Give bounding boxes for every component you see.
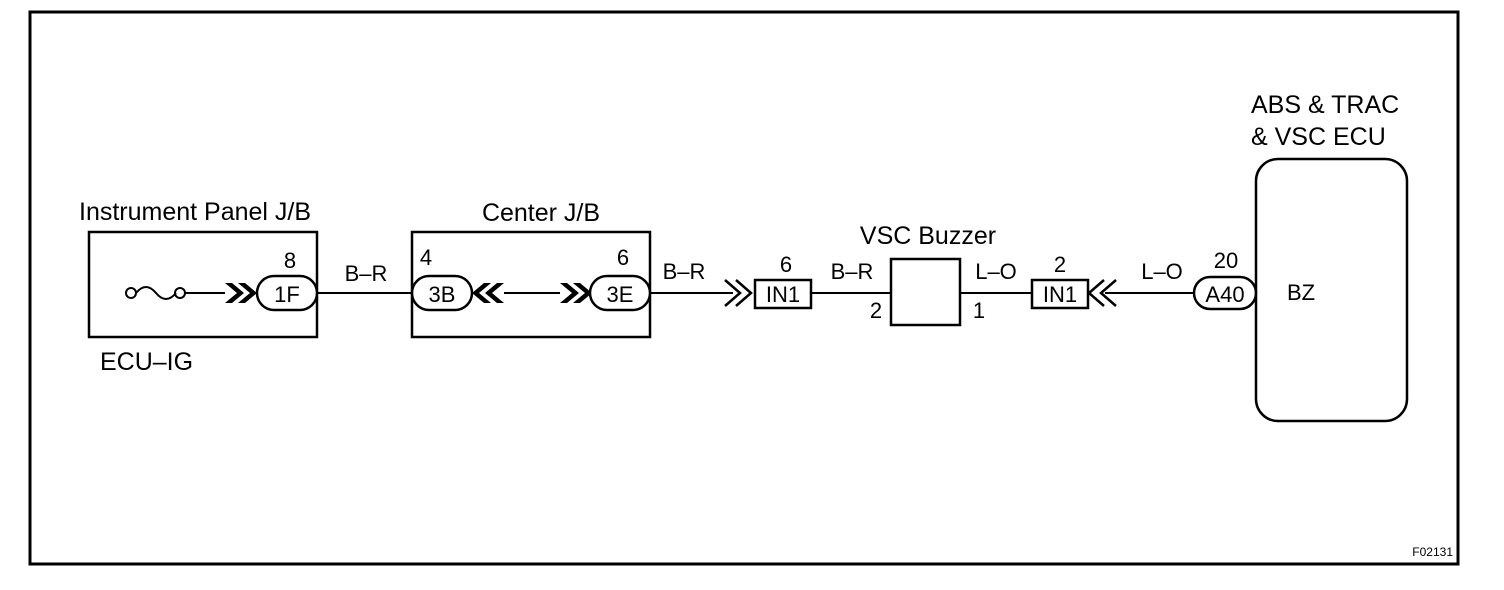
pin-6-center-label: 6 xyxy=(617,245,629,270)
center-jb-box xyxy=(410,230,652,339)
vsc-buzzer-label: VSC Buzzer xyxy=(860,222,996,250)
fuse-icon xyxy=(125,286,186,300)
pin-20-label: 20 xyxy=(1214,248,1238,273)
instrument-panel-jb-box xyxy=(87,230,319,339)
figure-code: F02131 xyxy=(1412,545,1453,559)
female-terminal-icon xyxy=(724,279,753,307)
diagram-frame xyxy=(28,10,1460,566)
terminal-chevron-icon xyxy=(225,283,257,303)
wire-4-color: L–O xyxy=(975,259,1017,284)
wire-5-color: L–O xyxy=(1141,259,1183,284)
pin-8-label: 8 xyxy=(284,248,296,273)
connector-3B-label: 3B xyxy=(429,282,456,307)
ecu-ig-fuse-label: ECU–IG xyxy=(100,348,193,376)
connector-A40-label: A40 xyxy=(1205,282,1244,307)
pin-4-label: 4 xyxy=(420,245,432,270)
ecu-label-line1: ABS & TRAC xyxy=(1251,91,1399,119)
female-terminal-left-icon xyxy=(1087,279,1117,307)
center-jb-label: Center J/B xyxy=(482,199,600,227)
buzzer-pin-1-label: 1 xyxy=(973,298,985,323)
bz-terminal-label: BZ xyxy=(1287,280,1315,305)
terminal-chevron-left-icon xyxy=(472,283,504,303)
ecu-label-line2: & VSC ECU xyxy=(1251,123,1386,151)
connector-1F-label: 1F xyxy=(274,282,300,307)
terminal-chevron-right-icon xyxy=(560,283,592,303)
pin-6-in1-label: 6 xyxy=(780,252,792,277)
connector-IN1-right xyxy=(1030,278,1090,310)
wire-1-color: B–R xyxy=(345,261,388,286)
connector-IN1-left-label: IN1 xyxy=(766,282,800,307)
instrument-panel-jb-label: Instrument Panel J/B xyxy=(79,198,311,226)
connector-IN1-left xyxy=(753,278,813,310)
connector-IN1-right-label: IN1 xyxy=(1043,282,1077,307)
ecu-box xyxy=(1254,157,1409,423)
wire-2-color: B–R xyxy=(663,259,706,284)
vsc-buzzer-box xyxy=(889,257,962,327)
pin-2-in1-label: 2 xyxy=(1054,252,1066,277)
buzzer-pin-2-label: 2 xyxy=(870,298,882,323)
connector-3E-label: 3E xyxy=(607,282,634,307)
wire-3-color: B–R xyxy=(831,259,874,284)
